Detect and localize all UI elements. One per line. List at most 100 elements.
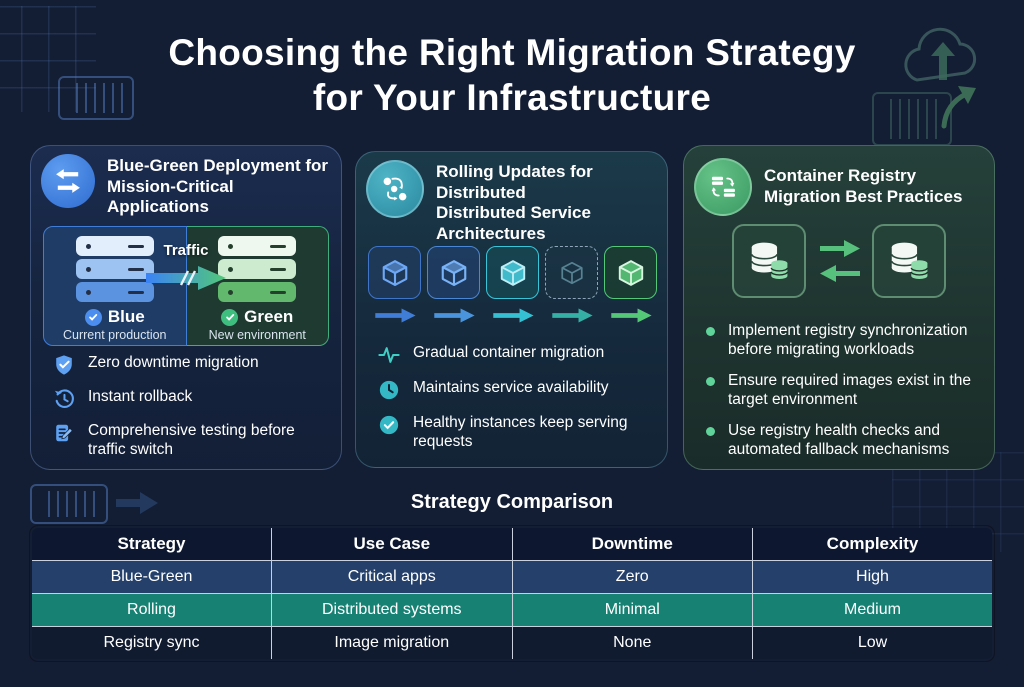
- container-cube-icon: [368, 246, 421, 299]
- server-icon: [218, 259, 297, 279]
- table-cell: None: [511, 626, 753, 659]
- step-arrow-icon: [493, 308, 534, 323]
- table-cell: High: [752, 560, 992, 594]
- container-cube-icon: [545, 246, 598, 299]
- table-header-row: Strategy Use Case Downtime Complexity: [32, 528, 992, 561]
- strategy-comparison-table: Strategy Use Case Downtime Complexity Bl…: [30, 526, 994, 661]
- practice-bullet: Implement registry synchronization befor…: [706, 322, 982, 359]
- check-circle-icon: [378, 414, 400, 436]
- table-row: Blue-Green Critical apps Zero High: [32, 560, 992, 594]
- shipping-container-icon: [872, 92, 952, 146]
- panel-rolling-updates: Rolling Updates for Distributed Distribu…: [355, 151, 668, 468]
- arrow-left-icon: [820, 265, 860, 282]
- bullet-dot-icon: [706, 327, 715, 336]
- table-row: Registry sync Image migration None Low: [32, 626, 992, 659]
- page-title-line1: Choosing the Right Migration Strategy: [168, 32, 856, 73]
- traffic-label: Traffic: [163, 242, 209, 259]
- panel-container-registry: Container Registry Migration Best Practi…: [683, 145, 995, 470]
- cloud-upload-icon: [904, 27, 977, 82]
- feature-bullet: Zero downtime migration: [53, 354, 325, 376]
- table-cell: Critical apps: [271, 560, 513, 594]
- bullet-text: Implement registry synchronization befor…: [728, 322, 968, 358]
- registry-database-icon: [732, 224, 806, 298]
- shipping-container-icon: [30, 484, 108, 524]
- bullet-text: Healthy instances keep serving requests: [413, 414, 628, 450]
- table-row: Rolling Distributed systems Minimal Medi…: [32, 593, 992, 627]
- server-icon: [75, 282, 154, 302]
- step-arrow-icon: [375, 308, 416, 323]
- page-title-line2: for Your Infrastructure: [312, 77, 712, 119]
- container-migration-row: [368, 246, 657, 299]
- table-cell: Distributed systems: [271, 593, 513, 627]
- server-icon: [75, 236, 154, 256]
- right-arrow-icon: [116, 492, 158, 514]
- bullet-text: Gradual container migration: [413, 344, 605, 361]
- sync-arrows: [818, 240, 862, 282]
- testing-notes-icon: [53, 422, 75, 444]
- registry-database-icon: [872, 224, 946, 298]
- practice-bullet: Use registry health checks and automated…: [706, 422, 982, 459]
- table-cell: Zero: [511, 560, 753, 594]
- step-arrow-icon: [552, 308, 593, 323]
- blue-sublabel: Current production: [62, 328, 167, 342]
- table-cell: Medium: [752, 593, 992, 627]
- table-cell: Image migration: [271, 626, 513, 659]
- table-cell: Registry sync: [32, 626, 272, 659]
- panel-blue-green-deployment: Blue-Green Deployment for Mission-Critic…: [30, 145, 342, 470]
- comparison-title: Strategy Comparison: [410, 491, 614, 513]
- bullet-text: Ensure required images exist in the targ…: [728, 372, 971, 408]
- shipping-container-icon: [58, 76, 134, 120]
- page-title: Choosing the Right Migration Strategy fo…: [0, 30, 1024, 120]
- registry-sync-diagram: [684, 224, 996, 310]
- bullet-text: Comprehensive testing before traffic swi…: [88, 422, 295, 458]
- green-environment: Green New environment: [186, 226, 329, 346]
- bullet-text: Instant rollback: [88, 388, 193, 405]
- table-cell: Low: [752, 626, 992, 659]
- server-icon: [75, 259, 154, 279]
- check-icon: [221, 308, 239, 326]
- clock-icon: [378, 379, 400, 401]
- green-label: Green: [244, 307, 294, 326]
- blue-green-diagram: Blue Current production Green New enviro…: [43, 226, 329, 346]
- step-arrow-icon: [611, 308, 652, 323]
- rollback-history-icon: [53, 388, 75, 410]
- container-cube-icon: [427, 246, 480, 299]
- server-icon: [218, 282, 297, 302]
- panel-title: Container Registry Migration Best Practi…: [764, 166, 963, 206]
- feature-bullet: Maintains service availability: [378, 379, 654, 401]
- panel-title: Blue-Green Deployment for Mission-Critic…: [107, 156, 329, 217]
- green-sublabel: New environment: [208, 328, 306, 342]
- bullet-dot-icon: [706, 427, 715, 437]
- table-cell: Blue-Green: [32, 560, 272, 594]
- table-cell: Minimal: [511, 593, 753, 627]
- feature-bullet: Gradual container migration: [378, 344, 654, 366]
- panel-title: Rolling Updates for Distributed Distribu…: [436, 162, 593, 244]
- table-cell: Rolling: [32, 593, 272, 627]
- blue-environment: Blue Current production: [43, 226, 187, 346]
- column-header-use-case: Use Case: [271, 528, 513, 561]
- traffic-arrow-icon: [146, 266, 226, 290]
- bullet-dot-icon: [706, 377, 715, 387]
- column-header-complexity: Complexity: [752, 528, 992, 561]
- registry-sync-icon: [694, 158, 752, 216]
- column-header-downtime: Downtime: [511, 528, 753, 561]
- bullet-text: Use registry health checks and automated…: [728, 422, 950, 458]
- workflow-icon: [366, 160, 424, 218]
- server-icon: [218, 236, 297, 256]
- feature-bullet: Instant rollback: [53, 388, 325, 410]
- swap-arrows-icon: [41, 154, 95, 208]
- blue-label: Blue: [107, 307, 145, 326]
- bullet-text: Zero downtime migration: [88, 354, 259, 371]
- container-cube-icon: [604, 246, 657, 299]
- shield-check-icon: [53, 354, 75, 376]
- migration-arrows-row: [368, 308, 657, 323]
- feature-bullet: Comprehensive testing before traffic swi…: [53, 422, 325, 459]
- curved-arrow-icon: [941, 86, 976, 129]
- step-arrow-icon: [434, 308, 475, 323]
- practice-bullet: Ensure required images exist in the targ…: [706, 372, 982, 409]
- container-cube-icon: [486, 246, 539, 299]
- bullet-text: Maintains service availability: [413, 379, 609, 396]
- column-header-strategy: Strategy: [32, 528, 272, 561]
- pulse-icon: [378, 344, 400, 366]
